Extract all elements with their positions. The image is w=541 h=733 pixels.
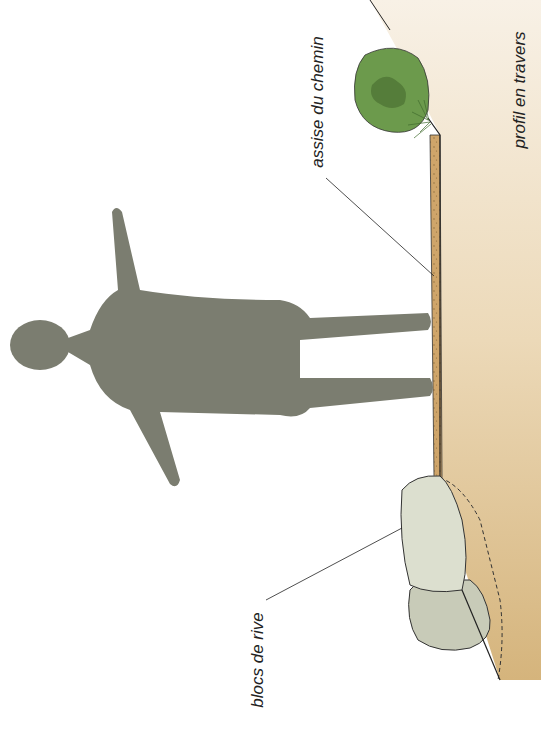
person-silhouette <box>10 208 433 486</box>
ground-line <box>370 0 390 30</box>
leader-line <box>266 528 402 600</box>
part-label: profil en travers <box>511 31 530 148</box>
shore-block <box>401 476 466 592</box>
ground-surface <box>428 118 440 478</box>
grass <box>408 100 431 138</box>
ground-slope <box>462 590 500 680</box>
bush <box>354 48 428 132</box>
ground <box>370 0 541 680</box>
part-label: assise du chemin <box>309 36 328 167</box>
bush-shade <box>371 77 406 108</box>
leader-line <box>326 178 434 276</box>
part-label: blocs de rive <box>249 612 268 707</box>
